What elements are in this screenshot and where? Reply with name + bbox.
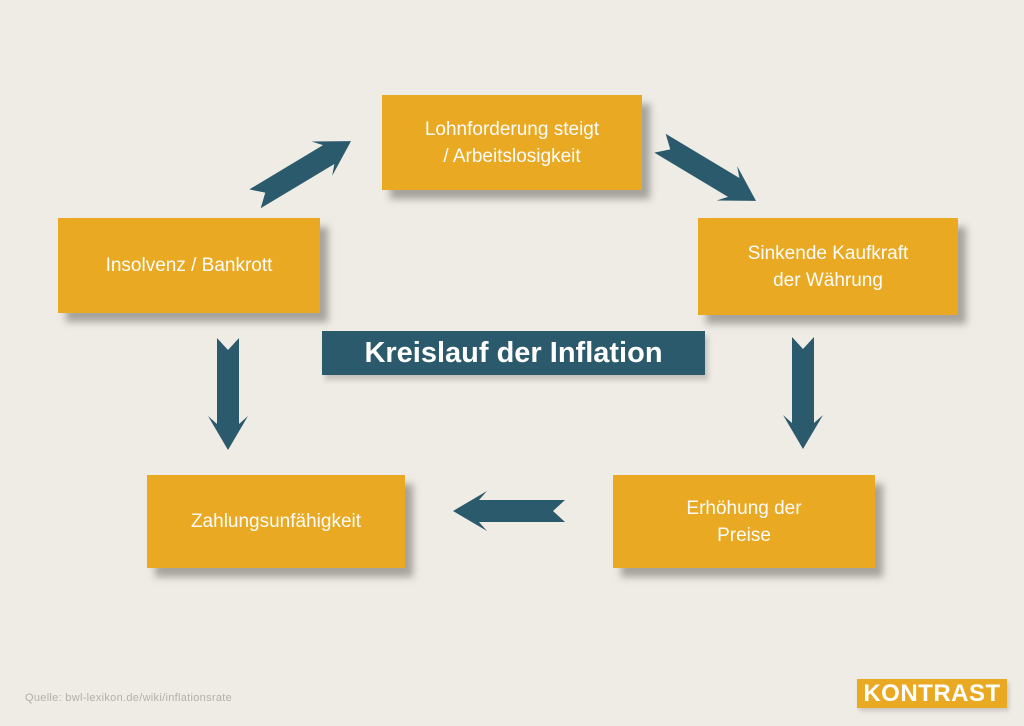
node-label-line: Insolvenz / Bankrott: [105, 255, 273, 276]
arrow-shape: [783, 337, 823, 449]
arrow-kaufkraft-to-preise-icon: [783, 337, 823, 449]
node-label-line: / Arbeitslosigkeit: [443, 145, 581, 167]
arrow-lohnforderung-to-kaufkraft-icon: [654, 133, 757, 201]
node-label-line: der Währung: [773, 269, 883, 291]
arrow-shape: [249, 141, 352, 209]
source-credit: Quelle: bwl-lexikon.de/wiki/inflationsra…: [25, 692, 233, 704]
node-label-line: Sinkende Kaufkraft: [747, 242, 909, 264]
arrow-shape: [654, 133, 757, 201]
arrow-preise-to-zahlungsunfaehigkeit-icon: [453, 491, 565, 531]
node-label-line: Lohnforderung steigt: [424, 118, 600, 140]
arrow-shape: [453, 491, 565, 531]
arrow-insolvenz-to-zahlungsunfaehigkeit-icon: [208, 338, 248, 450]
node-label-line: Preise: [717, 524, 771, 546]
arrow-shape: [208, 338, 248, 450]
node-label-line: Zahlungsunfähigkeit: [190, 511, 362, 532]
node-sinkende-kaufkraft: Sinkende Kaufkraft der Währung: [698, 218, 958, 315]
arrow-insolvenz-to-lohnforderung-icon: [249, 141, 352, 209]
node-label-line: Erhöhung der: [686, 497, 802, 519]
node-zahlungsunfaehigkeit: Zahlungsunfähigkeit: [147, 475, 405, 568]
node-erhoehung-der-preise: Erhöhung der Preise: [613, 475, 875, 568]
diagram-title: Kreislauf der Inflation: [322, 331, 705, 375]
node-lohnforderung-steigt: Lohnforderung steigt / Arbeitslosigkeit: [382, 95, 642, 190]
kontrast-logo: KONTRAST: [857, 679, 1007, 708]
node-insolvenz-bankrott: Insolvenz / Bankrott: [58, 218, 320, 313]
